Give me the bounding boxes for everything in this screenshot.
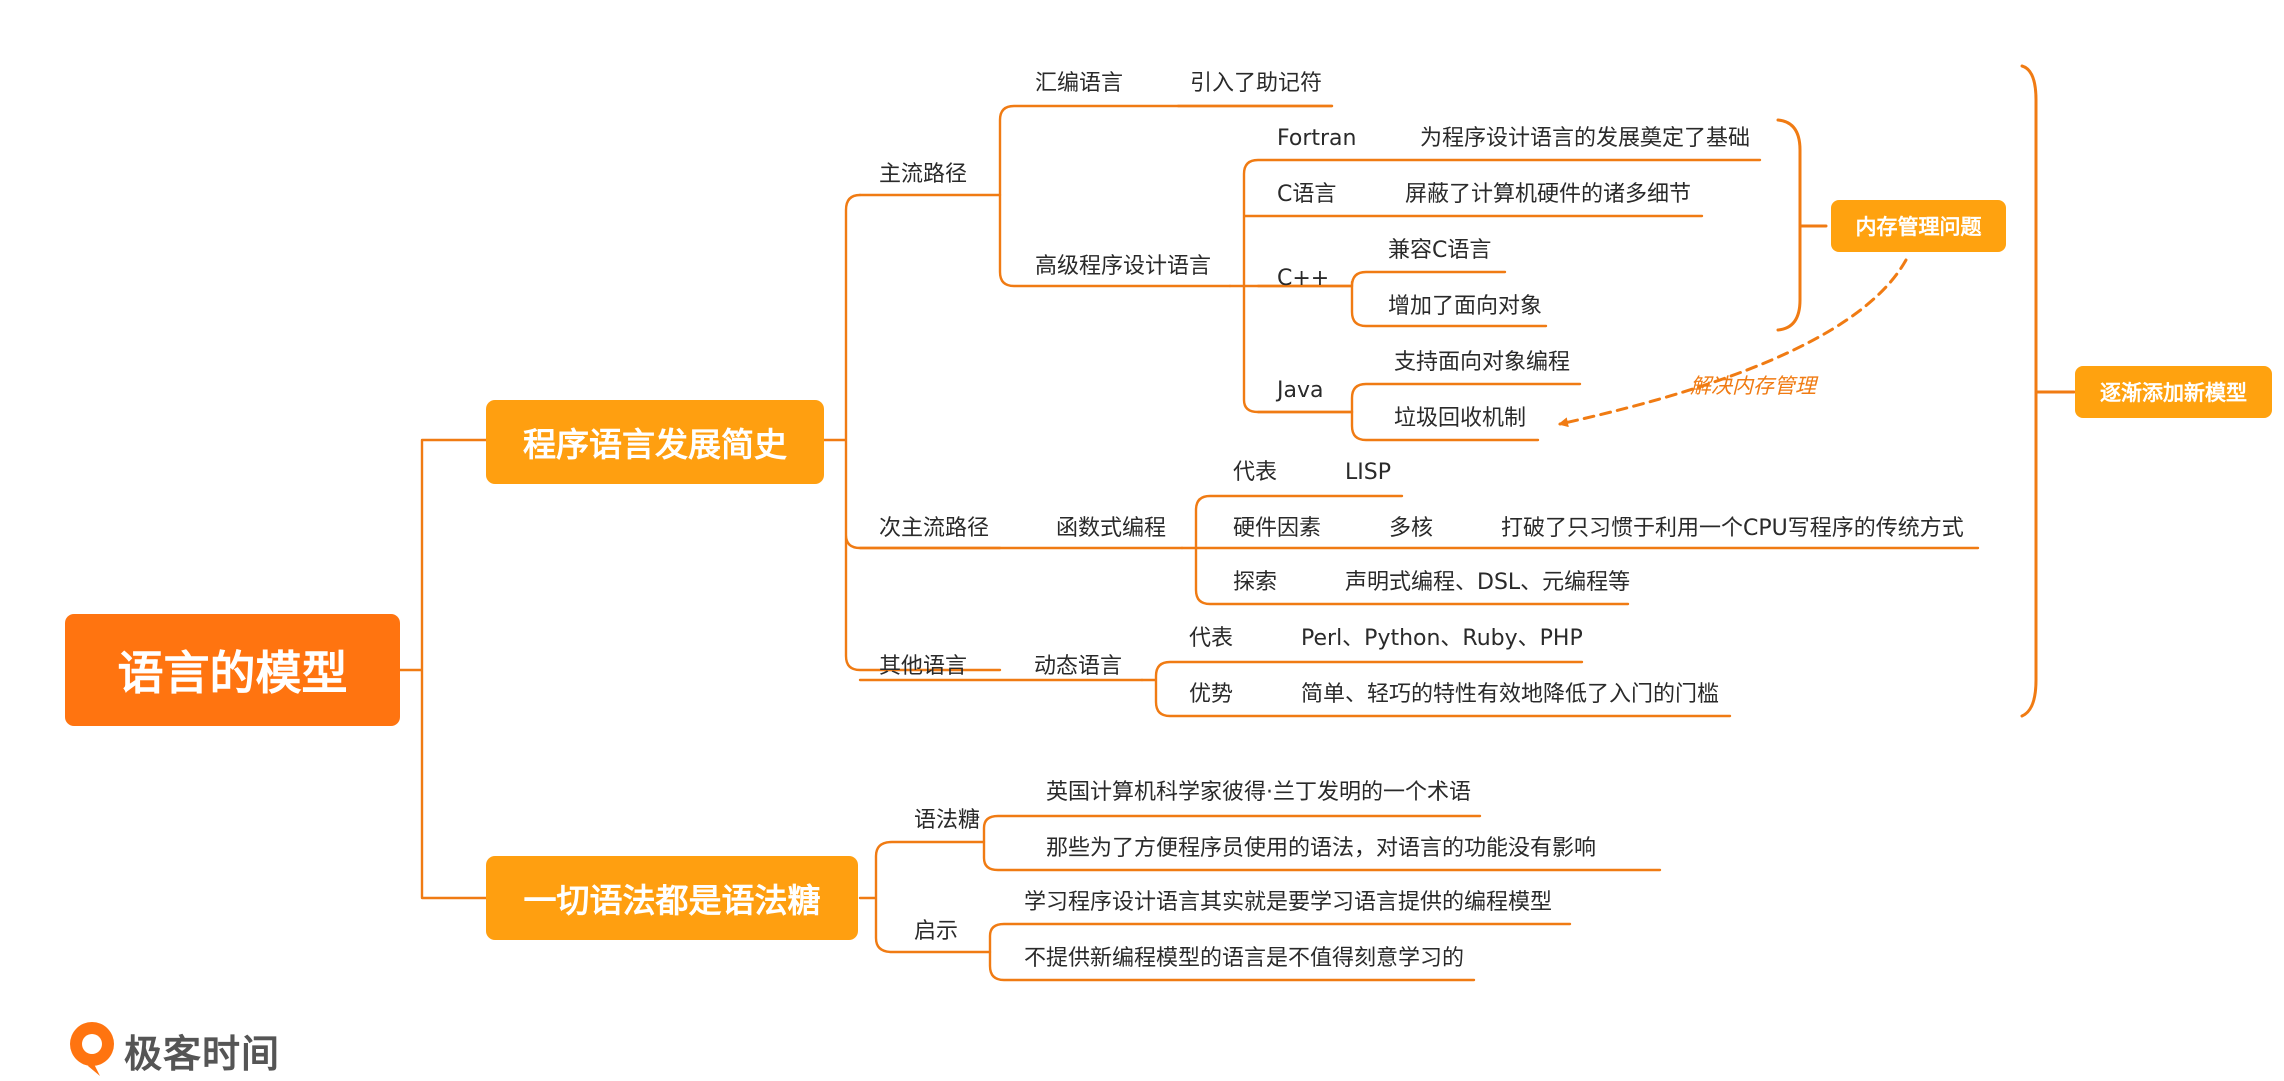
node-java-item-1[interactable]: 支持面向对象编程 <box>1394 350 1571 375</box>
node-hardware[interactable]: 硬件因素 <box>1233 516 1322 541</box>
link-insight-items <box>988 922 1572 982</box>
node-functional-rep[interactable]: 代表 <box>1233 460 1278 485</box>
node-syntax-sugar[interactable]: 语法糖 <box>914 808 981 833</box>
node-cpp-item-1[interactable]: 兼容C语言 <box>1388 238 1492 263</box>
node-syntax-item-1[interactable]: 英国计算机科学家彼得·兰丁发明的一个术语 <box>1046 780 1471 805</box>
history-node[interactable]: 程序语言发展简史 <box>486 400 824 484</box>
node-syntax-item-2[interactable]: 那些为了方便程序员使用的语法，对语言的功能没有影响 <box>1046 836 1597 861</box>
link-root-branches <box>398 438 488 900</box>
node-java[interactable]: Java <box>1277 378 1324 403</box>
memory-bracket <box>1776 118 1828 332</box>
node-cpp[interactable]: C++ <box>1277 266 1330 291</box>
link-history-paths <box>822 193 1002 672</box>
root-node[interactable]: 语言的模型 <box>65 614 400 726</box>
link-highlevel-children <box>1228 158 1762 414</box>
memory-issue-tag[interactable]: 内存管理问题 <box>1831 200 2006 252</box>
node-dynamic-adv[interactable]: 优势 <box>1189 682 1234 707</box>
node-secondary[interactable]: 次主流路径 <box>879 516 990 541</box>
node-assembly-desc[interactable]: 引入了助记符 <box>1190 71 1323 96</box>
node-explore-value[interactable]: 声明式编程、DSL、元编程等 <box>1345 570 1631 595</box>
brand-name: 极客时间 <box>124 1031 281 1076</box>
node-hardware-desc[interactable]: 打破了只习惯于利用一个CPU写程序的传统方式 <box>1501 516 1964 541</box>
sugar-node[interactable]: 一切语法都是语法糖 <box>486 856 858 940</box>
node-c-desc[interactable]: 屏蔽了计算机硬件的诸多细节 <box>1405 182 1692 207</box>
node-insight[interactable]: 启示 <box>914 919 959 944</box>
node-fortran-desc[interactable]: 为程序设计语言的发展奠定了基础 <box>1420 126 1751 151</box>
node-java-item-2[interactable]: 垃圾回收机制 <box>1394 406 1527 431</box>
node-dynamic-rep[interactable]: 代表 <box>1189 626 1234 651</box>
node-cpp-item-2[interactable]: 增加了面向对象 <box>1388 294 1543 319</box>
model-bracket <box>2020 64 2076 718</box>
node-mainstream[interactable]: 主流路径 <box>879 162 968 187</box>
node-multicore[interactable]: 多核 <box>1389 516 1434 541</box>
node-functional-rep-value[interactable]: LISP <box>1345 460 1391 485</box>
link-sugar-children <box>858 840 992 954</box>
node-other[interactable]: 其他语言 <box>879 654 968 679</box>
node-dynamic-rep-value[interactable]: Perl、Python、Ruby、PHP <box>1301 626 1583 651</box>
node-dynamic[interactable]: 动态语言 <box>1034 654 1123 679</box>
node-fortran[interactable]: Fortran <box>1277 126 1357 151</box>
new-model-tag[interactable]: 逐渐添加新模型 <box>2075 366 2272 418</box>
node-high-level[interactable]: 高级程序设计语言 <box>1035 254 1212 279</box>
link-java-items <box>1350 382 1582 442</box>
node-dynamic-adv-value[interactable]: 简单、轻巧的特性有效地降低了入门的门槛 <box>1301 682 1720 707</box>
memory-arrow <box>1558 258 1908 428</box>
memory-note: 解决内存管理 <box>1690 374 1816 398</box>
node-assembly[interactable]: 汇编语言 <box>1035 71 1124 96</box>
link-dynamic-children <box>1140 660 1732 718</box>
brand-logo: 极客时间 <box>66 1020 280 1080</box>
link-mainstream-children <box>998 104 1334 288</box>
node-insight-item-2[interactable]: 不提供新编程模型的语言是不值得刻意学习的 <box>1024 946 1465 971</box>
link-functional-children <box>1180 494 1980 606</box>
link-syntax-items <box>982 814 1662 872</box>
node-insight-item-1[interactable]: 学习程序设计语言其实就是要学习语言提供的编程模型 <box>1024 890 1553 915</box>
link-cpp-items <box>1350 270 1548 328</box>
node-functional[interactable]: 函数式编程 <box>1056 516 1167 541</box>
node-c[interactable]: C语言 <box>1277 182 1337 207</box>
geek-time-icon <box>70 1022 114 1076</box>
node-explore[interactable]: 探索 <box>1233 570 1278 595</box>
